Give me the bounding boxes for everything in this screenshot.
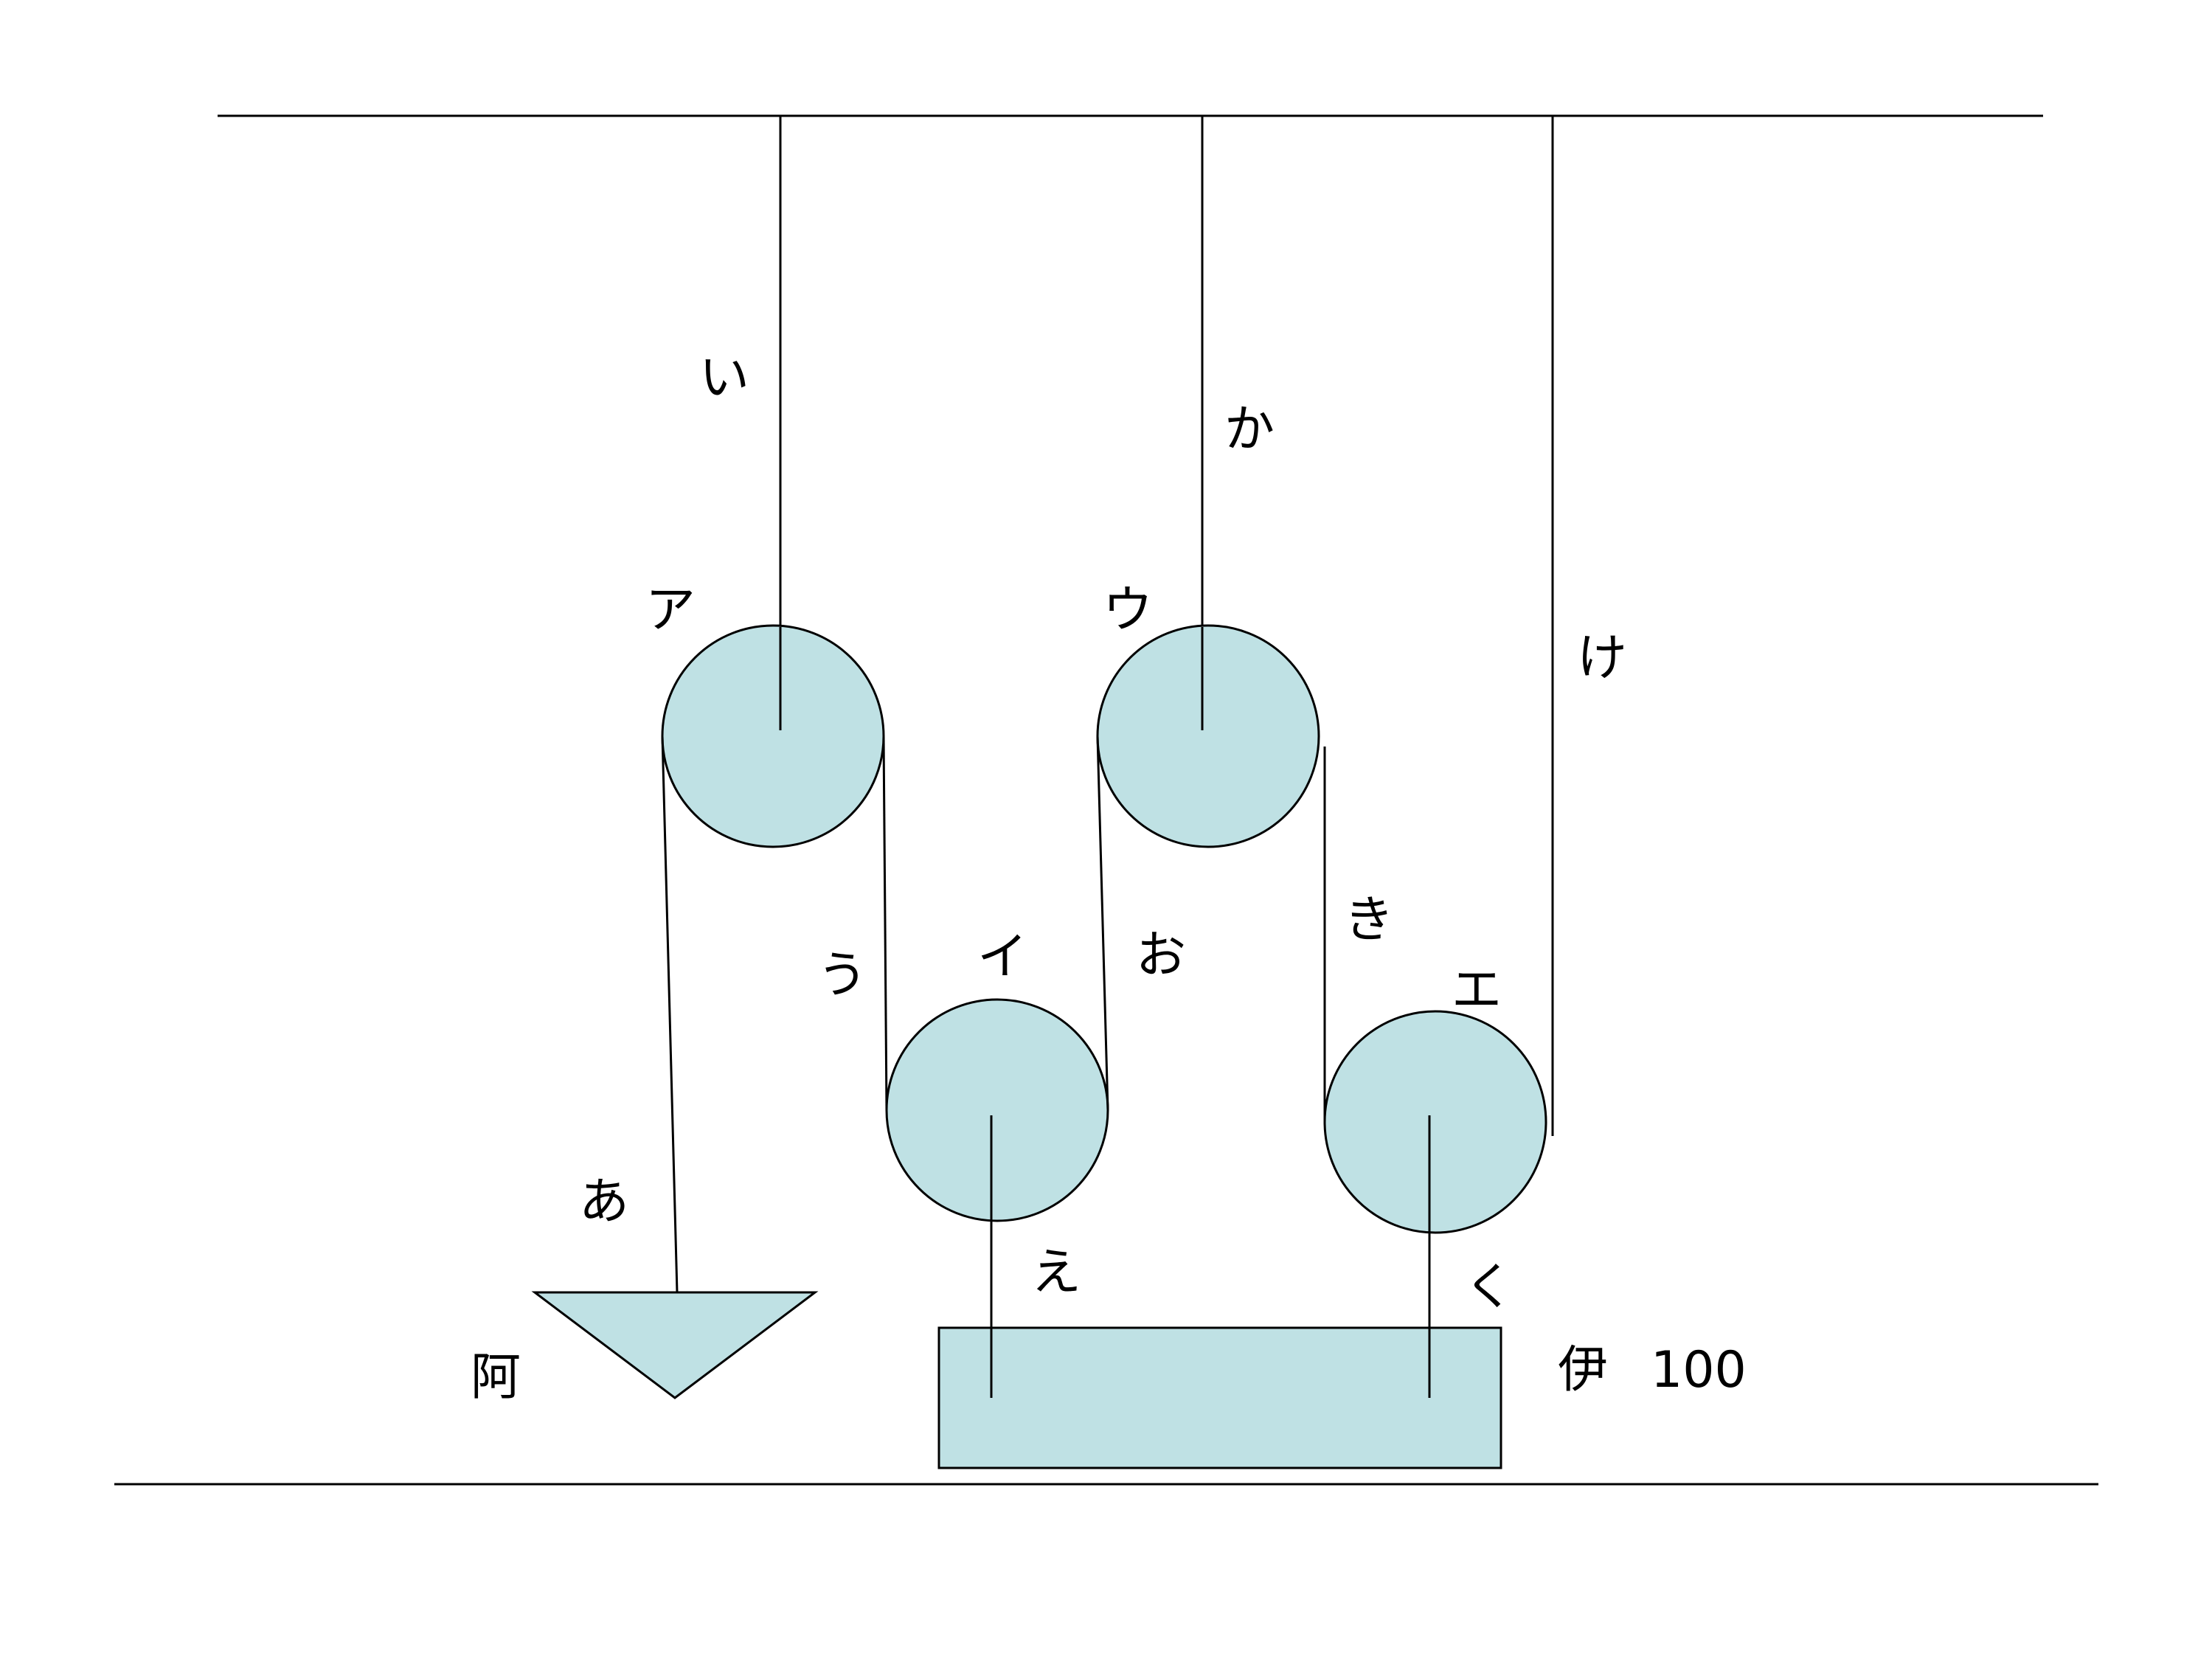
pulley-e-wheel	[1323, 1010, 1547, 1234]
pulley-e-label: エ	[1452, 961, 1502, 1019]
pulley-u-wheel	[1096, 624, 1320, 848]
rope-a-label: あ	[579, 1173, 629, 1231]
rope-o	[1096, 735, 1109, 1111]
rope-o-label: お	[1136, 927, 1186, 985]
rope-ki-label: き	[1344, 891, 1394, 949]
pulley-u-label: ウ	[1103, 581, 1153, 640]
weight-a-triangle	[531, 1291, 819, 1399]
pulley-i-label: イ	[977, 928, 1027, 986]
weight-i-box	[937, 1326, 1502, 1469]
weight-i-label: 伊	[1558, 1341, 1608, 1399]
rope-e-label: え	[1031, 1244, 1081, 1302]
rope-i-label: い	[699, 349, 749, 407]
pulley-a-label: ア	[645, 581, 696, 640]
weight-i-value: 100	[1651, 1341, 1747, 1399]
rope-ke-label: け	[1577, 629, 1627, 688]
rope-ku-label: く	[1464, 1258, 1514, 1317]
rope-u	[882, 735, 888, 1111]
rope-u-label: う	[817, 946, 867, 1005]
weight-a-label: 阿	[471, 1348, 521, 1407]
rope-a	[661, 735, 679, 1293]
rope-ka-label: か	[1224, 401, 1275, 459]
pulley-i-wheel	[885, 998, 1109, 1222]
pulley-a-wheel	[661, 624, 885, 848]
